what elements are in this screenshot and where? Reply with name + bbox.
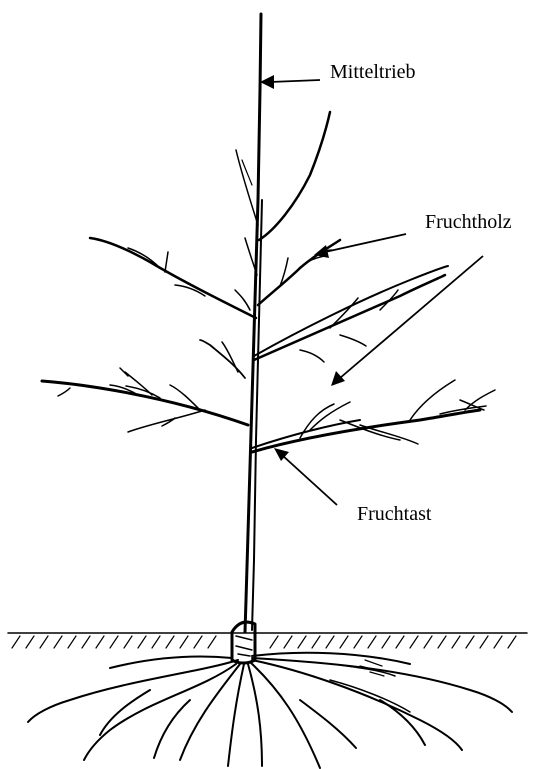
upper-left-twig bbox=[236, 150, 258, 225]
branch-left-upper bbox=[90, 238, 256, 318]
arrow-fruchtholz-lower bbox=[331, 256, 483, 386]
branch-right-upper bbox=[258, 240, 340, 305]
trunk-base-texture bbox=[236, 636, 252, 656]
ground-hatching bbox=[12, 636, 516, 648]
upper-right-branch bbox=[259, 112, 330, 240]
arrow-fruchtholz-upper bbox=[314, 234, 406, 258]
branches-upper bbox=[236, 112, 330, 275]
label-fruchtast: Fruchtast bbox=[357, 503, 432, 525]
branch-left-lower bbox=[42, 368, 248, 432]
branch-right-middle bbox=[254, 266, 448, 362]
branch-right-lower bbox=[252, 380, 495, 452]
arrow-mitteltrieb bbox=[260, 75, 320, 89]
roots bbox=[28, 653, 512, 768]
arrow-fruchtast bbox=[274, 448, 337, 505]
trunk bbox=[232, 14, 262, 663]
ground bbox=[8, 633, 527, 648]
branch-left-middle bbox=[200, 340, 245, 378]
label-mitteltrieb: Mitteltrieb bbox=[330, 61, 416, 83]
label-fruchtholz: Fruchtholz bbox=[425, 211, 512, 233]
